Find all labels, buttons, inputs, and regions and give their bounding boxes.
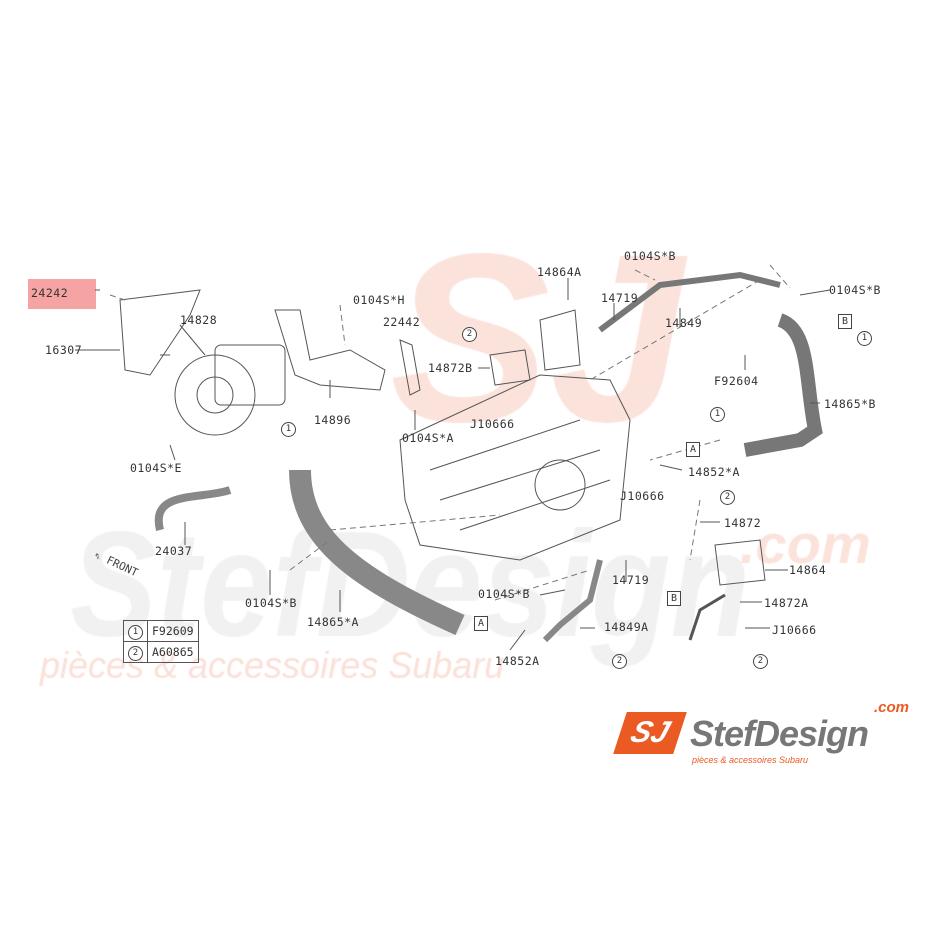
callout-0104s-a: 0104S*A [402,431,454,445]
legend-part: F92609 [147,620,199,642]
marker-b: B [838,314,852,329]
marker-1: 1 [281,422,296,437]
logo-brand: StefDesign [690,713,869,754]
marker-a: A [686,442,700,457]
hose-14865B [743,313,823,457]
marker-2: 2 [753,654,768,669]
callout-0104s-e: 0104S*E [130,461,182,475]
callout-14849: 14849 [665,316,703,330]
logo-mark: SJ [613,712,687,754]
pipe-14872A [688,593,726,641]
marker-2: 2 [462,327,477,342]
valve-14864 [714,539,766,586]
brand-logo: SJ .com StefDesign pièces & accessoires … [612,700,922,770]
callout-24242: 24242 [31,286,69,300]
hose-24037 [154,486,232,531]
logo-com: .com [874,699,910,716]
cover-16307 [119,289,201,376]
marker-2: 2 [720,490,735,505]
pipe-14849A [542,559,603,643]
hose-14865A [289,469,465,636]
callout-14719: 14719 [612,573,650,587]
callout-14849a: 14849A [604,620,649,634]
callout-14864a: 14864A [537,265,582,279]
legend-mark: 2 [128,645,143,661]
legend-mark: 1 [128,624,143,640]
bracket-22442 [399,339,421,396]
callout-14852a: 14852A [495,654,540,668]
marker-2: 2 [612,654,627,669]
callout-j10666: J10666 [620,489,665,503]
callout-14896: 14896 [314,413,352,427]
callout-14828: 14828 [180,313,218,327]
callout-14872a: 14872A [764,596,809,610]
highlighted-part [28,279,96,309]
marker-b: B [667,591,681,606]
callout-0104s-h: 0104S*H [353,293,405,307]
callout-14864: 14864 [789,563,827,577]
engine-block [399,374,631,561]
callout-14865-a: 14865*A [307,615,359,629]
marker-1: 1 [857,331,872,346]
callout-0104s-b: 0104S*B [478,587,530,601]
callout-j10666: J10666 [772,623,817,637]
marker-a: A [474,616,488,631]
callout-0104s-b: 0104S*B [624,249,676,263]
callout-14872: 14872 [724,516,762,530]
callout-24037: 24037 [155,544,193,558]
callout-0104s-b: 0104S*B [829,283,881,297]
callout-j10666: J10666 [470,417,515,431]
bracket-14896 [274,309,386,391]
callout-16307: 16307 [45,343,83,357]
callout-0104s-b: 0104S*B [245,596,297,610]
callout-14865-b: 14865*B [824,397,876,411]
marker-1: 1 [710,407,725,422]
legend-part: A60865 [147,641,199,663]
callout-14852-a: 14852*A [688,465,740,479]
callout-f92604: F92604 [714,374,759,388]
logo-tagline: pièces & accessoires Subaru [692,755,809,765]
callout-22442: 22442 [383,315,421,329]
callout-14719: 14719 [601,291,639,305]
callout-14872b: 14872B [428,361,473,375]
